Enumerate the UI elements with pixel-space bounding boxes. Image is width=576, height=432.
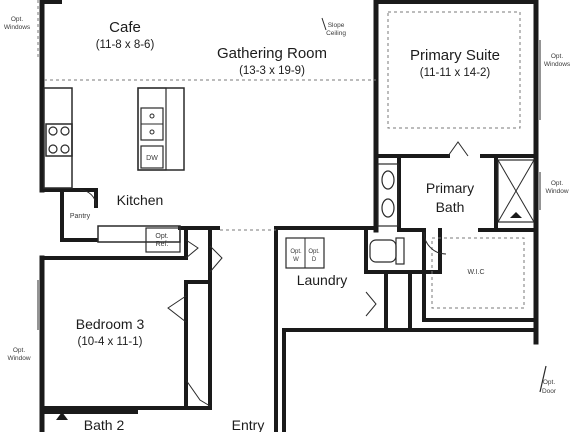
doors <box>56 239 547 420</box>
opt-window-bedroom-1: Opt. <box>13 347 25 354</box>
sink-right-icon <box>381 198 395 218</box>
opt-windows-suite-1: Opt. <box>551 53 563 60</box>
gathering-dims: (13-3 x 19-9) <box>239 65 305 77</box>
dishwasher <box>140 145 164 169</box>
primary-bath-label-1: Primary <box>426 180 474 196</box>
bedroom3-label: Bedroom 3 <box>76 316 145 332</box>
opt-windows-cafe-1: Opt. <box>11 16 23 23</box>
entry-label: Entry <box>232 417 265 432</box>
shower-x <box>497 159 535 223</box>
opt-door-2: Door <box>542 388 557 395</box>
opt-window-bath-2: Window <box>545 188 568 195</box>
kitchen-label: Kitchen <box>117 192 164 208</box>
opt-d-label-1: Opt. <box>308 249 320 255</box>
bath-fixtures <box>369 141 535 265</box>
opt-d-label-2: D <box>312 257 317 263</box>
primary-suite-dims: (11-11 x 14-2) <box>420 67 491 79</box>
opt-windows-cafe-2: Windows <box>4 24 31 31</box>
cafe-dims: (11-8 x 8-6) <box>96 39 155 51</box>
opt-door-line <box>539 365 547 393</box>
hall-door <box>209 245 223 273</box>
closet-door <box>185 239 199 259</box>
suite-door <box>447 141 469 157</box>
laundry-door <box>365 291 377 317</box>
island-counter <box>137 87 167 171</box>
burner-icon <box>48 144 58 154</box>
burner-icon <box>60 126 70 136</box>
bath2-label: Bath 2 <box>84 417 125 432</box>
tray-ceiling <box>387 11 521 129</box>
walls <box>39 0 539 432</box>
bath2-marker-icon <box>56 412 68 420</box>
gathering-label: Gathering Room <box>217 45 327 62</box>
opt-window-bath-1: Opt. <box>551 180 563 187</box>
bath-door <box>423 231 447 255</box>
primary-bath-label-2: Bath <box>436 199 465 215</box>
laundry-fixtures <box>285 237 377 317</box>
labels: Cafe (11-8 x 8-6) Gathering Room (13-3 x… <box>4 16 571 432</box>
bath2-door <box>185 379 211 407</box>
primary-suite-label: Primary Suite <box>410 47 500 64</box>
bedroom3-dims: (10-4 x 11-1) <box>78 336 143 348</box>
cooktop <box>45 123 73 157</box>
opt-w-label-1: Opt. <box>290 249 302 255</box>
opt-ref-label-1: Opt. <box>155 233 168 240</box>
slope-label-2: Ceiling <box>326 30 346 37</box>
burner-icon <box>48 126 58 136</box>
fridge-space <box>145 227 181 253</box>
toilet-tank <box>395 237 405 265</box>
vanity <box>377 163 399 227</box>
shower <box>497 159 535 223</box>
slope-label-1: Slope <box>328 22 345 29</box>
sink-left-icon <box>381 170 395 190</box>
wic-label: W.I.C <box>467 269 484 276</box>
opt-ref-label-2: Ref. <box>156 241 169 248</box>
wic-shelving <box>431 237 525 309</box>
pantry-door-swing <box>79 189 97 207</box>
opt-window-bedroom-2: Window <box>7 355 30 362</box>
opt-windows-suite-2: Windows <box>544 61 571 68</box>
window-marks <box>37 40 541 330</box>
burner-icon <box>60 144 70 154</box>
drain-marker-icon <box>510 212 522 218</box>
opt-door-1: Opt. <box>543 379 555 386</box>
cafe-label: Cafe <box>109 19 141 36</box>
kitchen-fixtures <box>43 87 185 253</box>
left-counter <box>43 87 73 189</box>
drain-icon <box>149 129 155 135</box>
bedroom-door <box>167 295 187 323</box>
pantry-label: Pantry <box>70 213 91 220</box>
laundry-label: Laundry <box>297 272 348 288</box>
slope-arrow-icon <box>321 17 327 31</box>
dashed-lines <box>37 0 525 309</box>
dw-label: DW <box>146 155 158 162</box>
island <box>137 87 185 171</box>
opt-w-label-2: W <box>293 257 299 263</box>
toilet-icon <box>369 239 397 263</box>
drain-icon <box>149 113 155 119</box>
